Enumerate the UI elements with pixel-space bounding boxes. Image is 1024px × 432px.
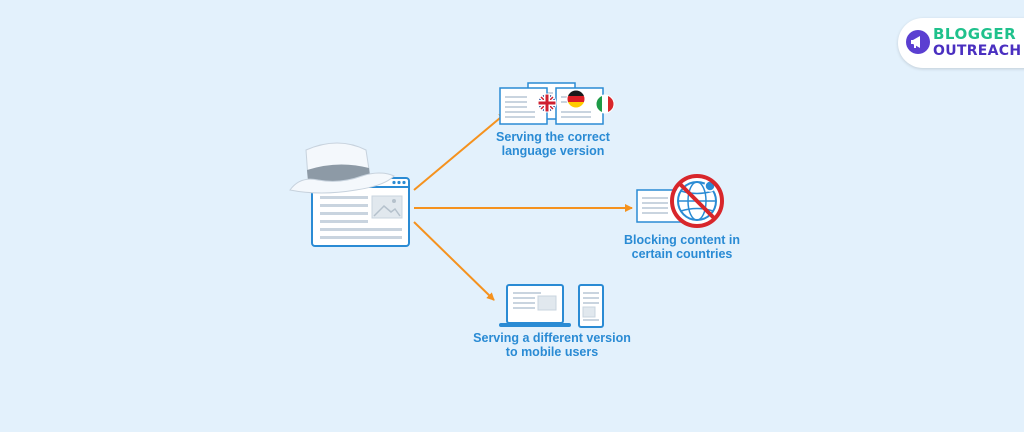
laptop-icon (499, 284, 571, 327)
uk-flag-icon (537, 93, 557, 113)
italy-flag-icon (595, 94, 615, 114)
caption-line: language version (501, 144, 605, 158)
caption-line: certain countries (631, 247, 733, 261)
caption-line: Serving the correct (496, 130, 610, 144)
white-hat-icon (289, 142, 395, 194)
phone-icon (578, 284, 604, 328)
megaphone-icon (906, 30, 930, 54)
blogger-outreach-logo[interactable]: BLOGGER OUTREACH (898, 18, 1024, 68)
arrow-to-language (413, 112, 507, 191)
caption-blocking: Blocking content in certain countries (598, 233, 766, 261)
caption-line: Blocking content in (624, 233, 740, 247)
germany-flag-icon (566, 89, 586, 109)
logo-text-top: BLOGGER (933, 25, 1017, 43)
logo-text-bottom: OUTREACH (933, 43, 1022, 59)
caption-mobile: Serving a different version to mobile us… (454, 331, 650, 359)
no-entry-icon (670, 174, 724, 228)
caption-line: Serving a different version (473, 331, 631, 345)
caption-language: Serving the correct language version (470, 130, 636, 158)
arrow-to-mobile (413, 221, 495, 301)
caption-line: to mobile users (505, 345, 599, 359)
